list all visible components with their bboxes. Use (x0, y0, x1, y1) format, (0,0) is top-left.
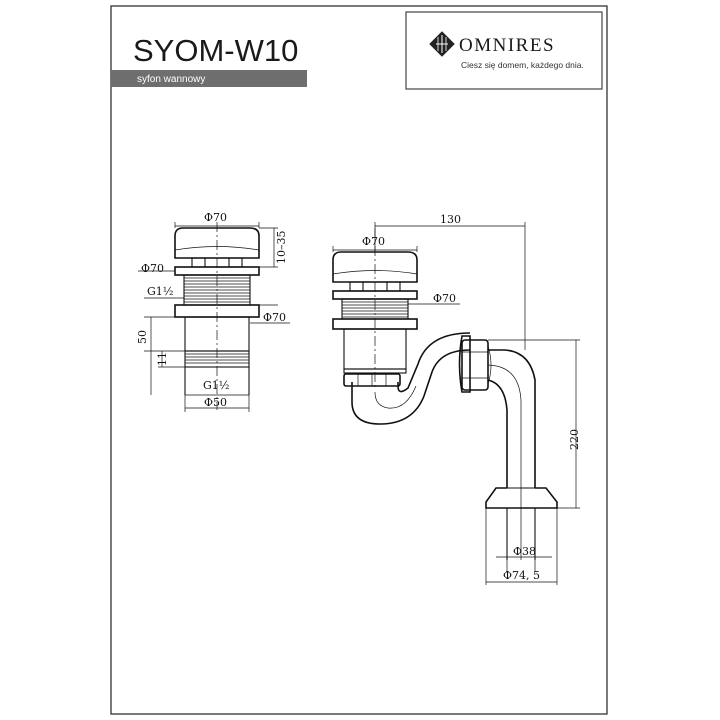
dim-thread-length: 11 (156, 352, 169, 366)
brand-box (405, 11, 603, 90)
siphon-riser-inner (487, 379, 508, 488)
dim-outlet-outer-diameter: Φ74, 5 (503, 569, 540, 582)
dim-siphon-body-diameter: Φ70 (433, 292, 456, 305)
siphon-connection-nut-left (458, 335, 471, 393)
brand-tagline: Ciesz się domem, każdego dnia. (461, 60, 584, 70)
dim-thread-top: G1½ (147, 285, 173, 298)
dim-siphon-width: 130 (440, 213, 461, 226)
dim-flange-diameter: Φ70 (141, 262, 164, 275)
siphon-riser-outer (488, 349, 536, 488)
brand-name: OMNIRES (459, 35, 555, 56)
siphon-side-view: 130 Φ70 Φ70 220 Φ38 Φ74, 5 (332, 213, 581, 585)
dim-thread-bottom: G1½ (203, 379, 229, 392)
model-title: SYOM-W10 (133, 33, 298, 68)
dim-siphon-cap-diameter: Φ70 (362, 235, 385, 248)
plug-cap (174, 227, 260, 259)
dim-total-height: 50 (136, 330, 149, 344)
sheet-frame (110, 5, 608, 715)
dim-body-diameter: Φ70 (263, 311, 286, 324)
dim-cap-diameter: Φ70 (204, 211, 227, 224)
siphon-trap-outer (351, 349, 471, 425)
siphon-riser-centerline (487, 364, 522, 560)
plug-cap-curve (174, 246, 260, 251)
subtitle-text: syfon wannowy (137, 74, 205, 85)
dim-bottom-diameter: Φ50 (204, 396, 227, 409)
dim-siphon-height: 220 (568, 429, 581, 450)
plug-thread-hatch (184, 277, 250, 303)
siphon-trap-centerline (374, 385, 417, 409)
siphon-outlet-collar (485, 487, 558, 509)
omnires-diamond-logo-icon (429, 31, 455, 57)
subtitle-band (111, 70, 307, 87)
siphon-connection-nut (461, 339, 489, 391)
plug-lower-thread (184, 350, 250, 368)
dim-height-range: 10–35 (275, 231, 288, 265)
plug-side-view: Φ70 10–35 Φ70 G1½ Φ70 50 11 G1½ Φ50 (136, 211, 290, 412)
siphon-cap (332, 251, 418, 283)
dim-outlet-diameter: Φ38 (513, 545, 536, 558)
siphon-trap-inner (397, 332, 471, 393)
